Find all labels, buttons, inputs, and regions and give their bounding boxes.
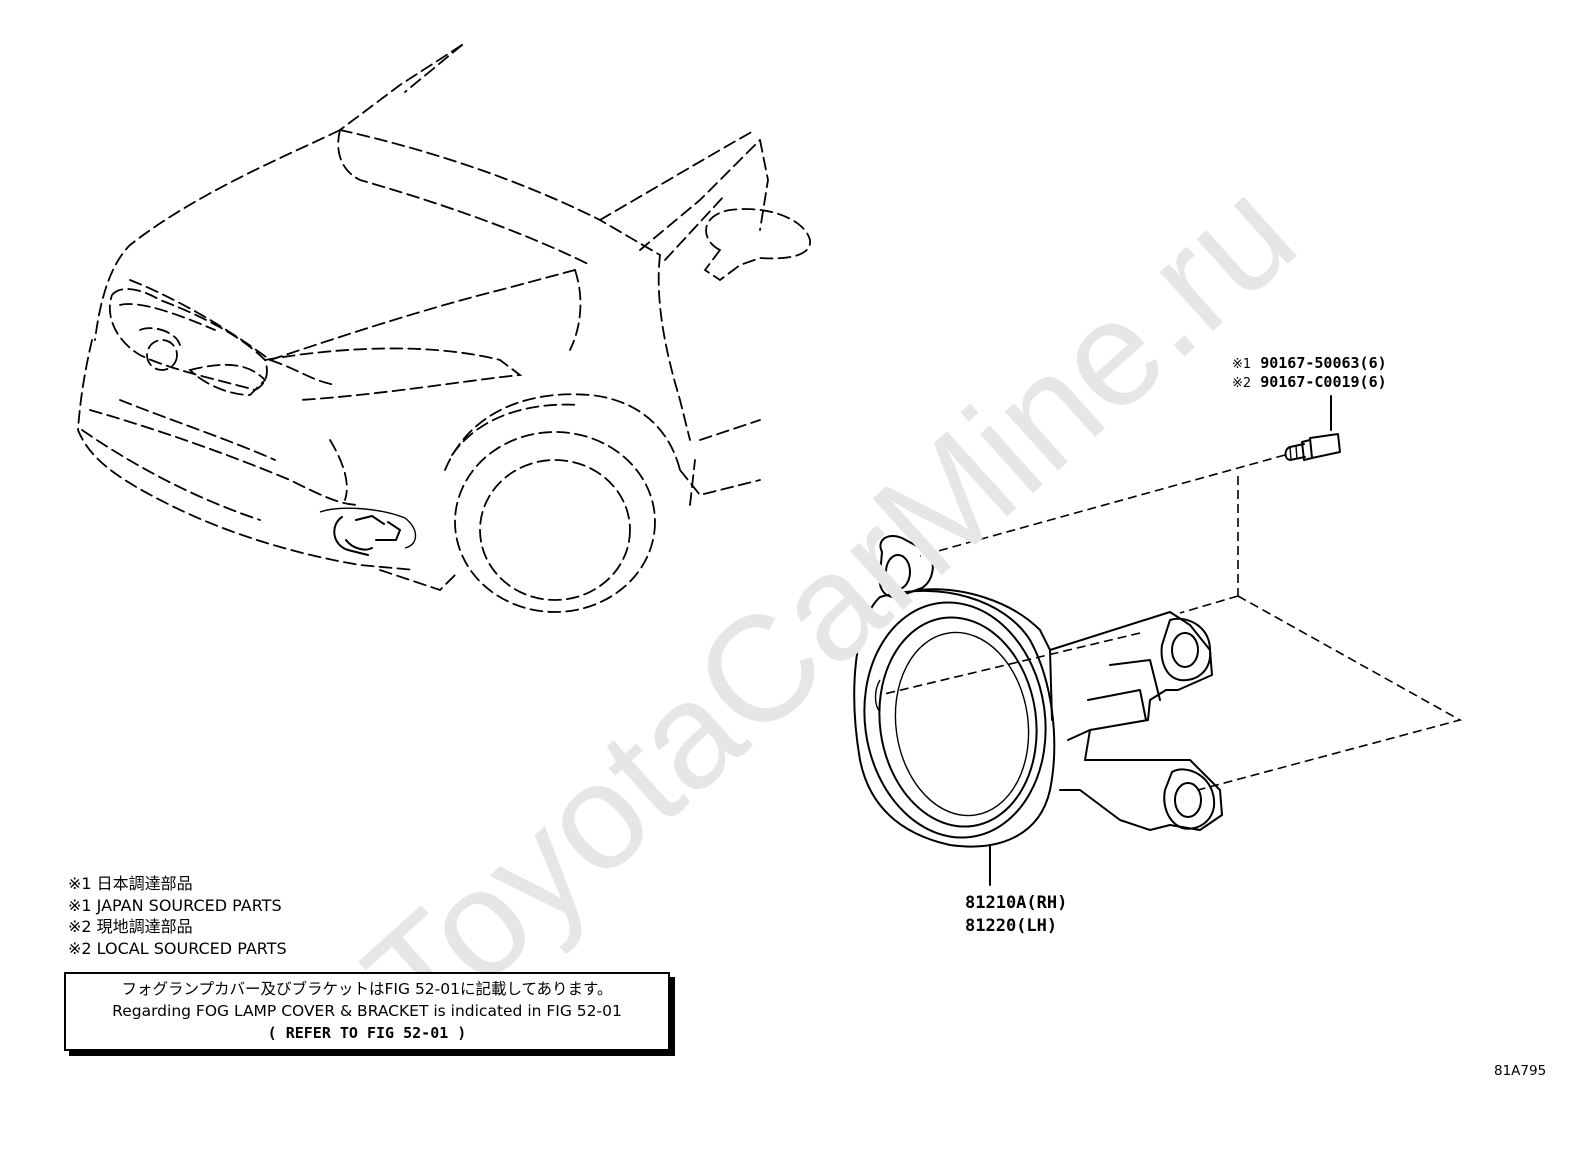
note-reference: ( REFER TO FIG 52-01 ) (267, 1024, 467, 1042)
bolt-icon (1284, 395, 1341, 461)
bolt-part-label-2: ※2 90167-C0019(6) (1232, 373, 1387, 393)
reference-note-box: フォグランプカバー及びブラケットはFIG 52-01に記載してあります。 Reg… (64, 972, 670, 1051)
figure-id: 81A795 (1494, 1063, 1547, 1079)
diagram-drawing (77, 44, 1463, 886)
legend-item: ※2 LOCAL SOURCED PARTS (68, 938, 287, 958)
bolt-part-number-1: 90167-50063(6) (1260, 354, 1387, 372)
fog-lamp-part-lh: 81220(LH) (965, 916, 1058, 936)
bolt-part-label-1: ※1 90167-50063(6) (1232, 354, 1387, 374)
note-japanese: フォグランプカバー及びブラケットはFIG 52-01に記載してあります。 (121, 980, 613, 998)
legend-item: ※1 JAPAN SOURCED PARTS (68, 895, 282, 915)
bolt-source-mark-1: ※1 (1232, 357, 1252, 372)
bolt-source-mark-2: ※2 (1232, 376, 1252, 391)
bolt-part-number-2: 90167-C0019(6) (1260, 373, 1387, 391)
legend-item: ※1 日本調達部品 (68, 874, 193, 893)
note-english: Regarding FOG LAMP COVER & BRACKET is in… (112, 1002, 622, 1020)
legend-item: ※2 現地調達部品 (68, 917, 193, 936)
leader-lines (879, 454, 1463, 791)
source-legend: ※1 日本調達部品 ※1 JAPAN SOURCED PARTS ※2 現地調達… (68, 873, 287, 959)
fog-lamp-icon (853, 534, 1223, 886)
fog-lamp-part-rh: 81210A(RH) (965, 893, 1068, 913)
parts-diagram: ToyotaCarMine.ru (64, 44, 1547, 1079)
car-outline-icon (77, 44, 811, 613)
